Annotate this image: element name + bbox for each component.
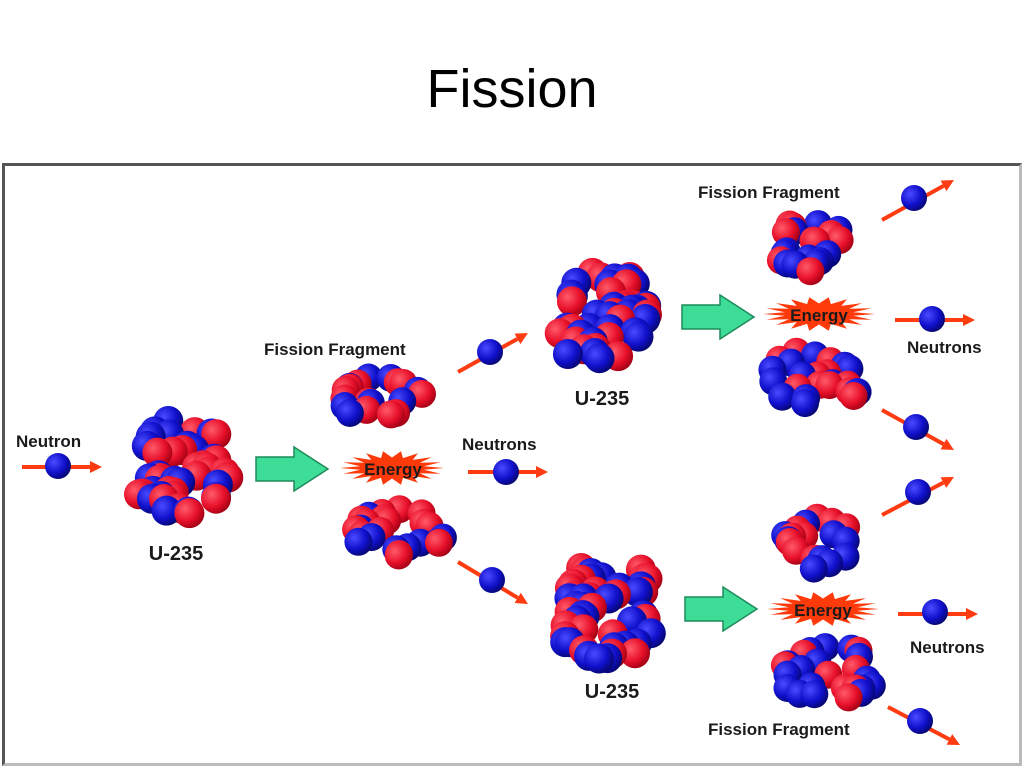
green-arrow-shape [684,585,759,633]
red-arrowhead [940,438,954,450]
label-u235-bottom: U-235 [585,681,639,703]
label-u235-initial: U-235 [149,543,203,565]
free-neutron [881,477,954,517]
neutron-particle [151,495,182,526]
neutron-ball [479,567,505,593]
fission-diagram-canvas: Neutron U-235 Fission Fragment Neutrons … [16,180,985,745]
neutron-ball [493,459,519,485]
neutron-particle [791,389,819,418]
free-neutron [887,705,960,745]
fission-fragment-right-top-b [758,337,872,418]
neutron-particle [584,643,614,674]
proton-particle [201,483,231,514]
neutron-ball [903,414,929,440]
green-arrow-shape [681,293,756,341]
proton-particle [424,528,453,557]
neutron-particle [622,577,653,607]
fission-fragment-mid-bottom [342,495,457,570]
u235-nucleus-bottom [550,553,666,674]
neutron-ball [477,339,503,365]
red-arrowhead [946,734,960,745]
fission-fragment-right-top-a [766,210,854,286]
neutron-ball [905,479,931,505]
green-arrow-shape [255,445,330,493]
proton-particle [620,638,650,669]
process-arrow-2 [681,293,756,341]
label-neutrons-1: Neutrons [462,435,537,454]
energy-burst-shape [763,297,875,331]
neutron-ball [901,185,927,211]
energy-burst-2 [763,297,875,331]
neutron-particle [799,554,828,583]
label-neutrons-3: Neutrons [910,638,985,657]
energy-burst-shape [767,592,879,626]
red-arrowhead [514,592,528,604]
free-neutron [22,453,102,479]
neutron-ball [907,708,933,734]
label-neutrons-2: Neutrons [907,338,982,357]
u235-nucleus-top [544,257,662,374]
fission-fragment-right-bottom-a [771,503,861,583]
red-arrowhead [940,477,954,488]
free-neutron [457,333,528,374]
label-neutron: Neutron [16,432,81,451]
energy-burst-shape [340,451,444,485]
free-neutron [881,180,954,222]
label-energy-3: Energy [794,601,852,620]
label-fission-fragment-1: Fission Fragment [264,340,406,359]
u235-nucleus-initial [124,406,244,529]
neutron-particle [552,339,583,369]
free-neutron [468,459,548,485]
slide-title: Fission [426,59,598,119]
label-u235-top: U-235 [575,388,629,410]
free-neutron [898,599,978,625]
process-arrow-3 [684,585,759,633]
neutron-particle [584,343,615,374]
free-neutron [456,560,528,604]
neutron-particle [800,680,829,709]
red-arrowhead [963,314,975,326]
proton-particle [839,382,868,410]
proton-particle [384,541,413,570]
proton-particle [556,286,587,317]
fission-fragment-mid-top [330,363,436,429]
red-arrowhead [940,180,954,192]
red-arrowhead [966,608,978,620]
neutron-particle [623,321,654,352]
proton-particle [201,419,232,450]
fission-fragment-right-bottom-b [770,633,886,712]
free-neutrons [22,180,978,745]
proton-particle [174,498,205,529]
red-arrowhead [536,466,548,478]
energy-burst-3 [767,592,879,626]
proton-particle [142,437,173,468]
neutron-particle [344,527,373,556]
label-fission-fragment-3: Fission Fragment [708,720,850,739]
neutron-ball [922,599,948,625]
proton-particle [376,400,405,429]
proton-particle [796,257,825,286]
neutron-particle [335,399,364,427]
proton-particle [834,683,863,712]
red-arrowhead [90,461,102,473]
label-energy-2: Energy [790,306,848,325]
neutron-ball [45,453,71,479]
energy-burst-1 [340,451,444,485]
label-energy-1: Energy [364,460,422,479]
free-neutron [881,408,954,450]
neutron-particle [768,382,797,411]
fission-diagram: Neutron U-235 Fission Fragment Neutrons … [2,163,1022,766]
neutron-ball [919,306,945,332]
free-neutron [895,306,975,332]
label-fission-fragment-2: Fission Fragment [698,183,840,202]
red-arrowhead [514,333,528,345]
process-arrow-1 [255,445,330,493]
